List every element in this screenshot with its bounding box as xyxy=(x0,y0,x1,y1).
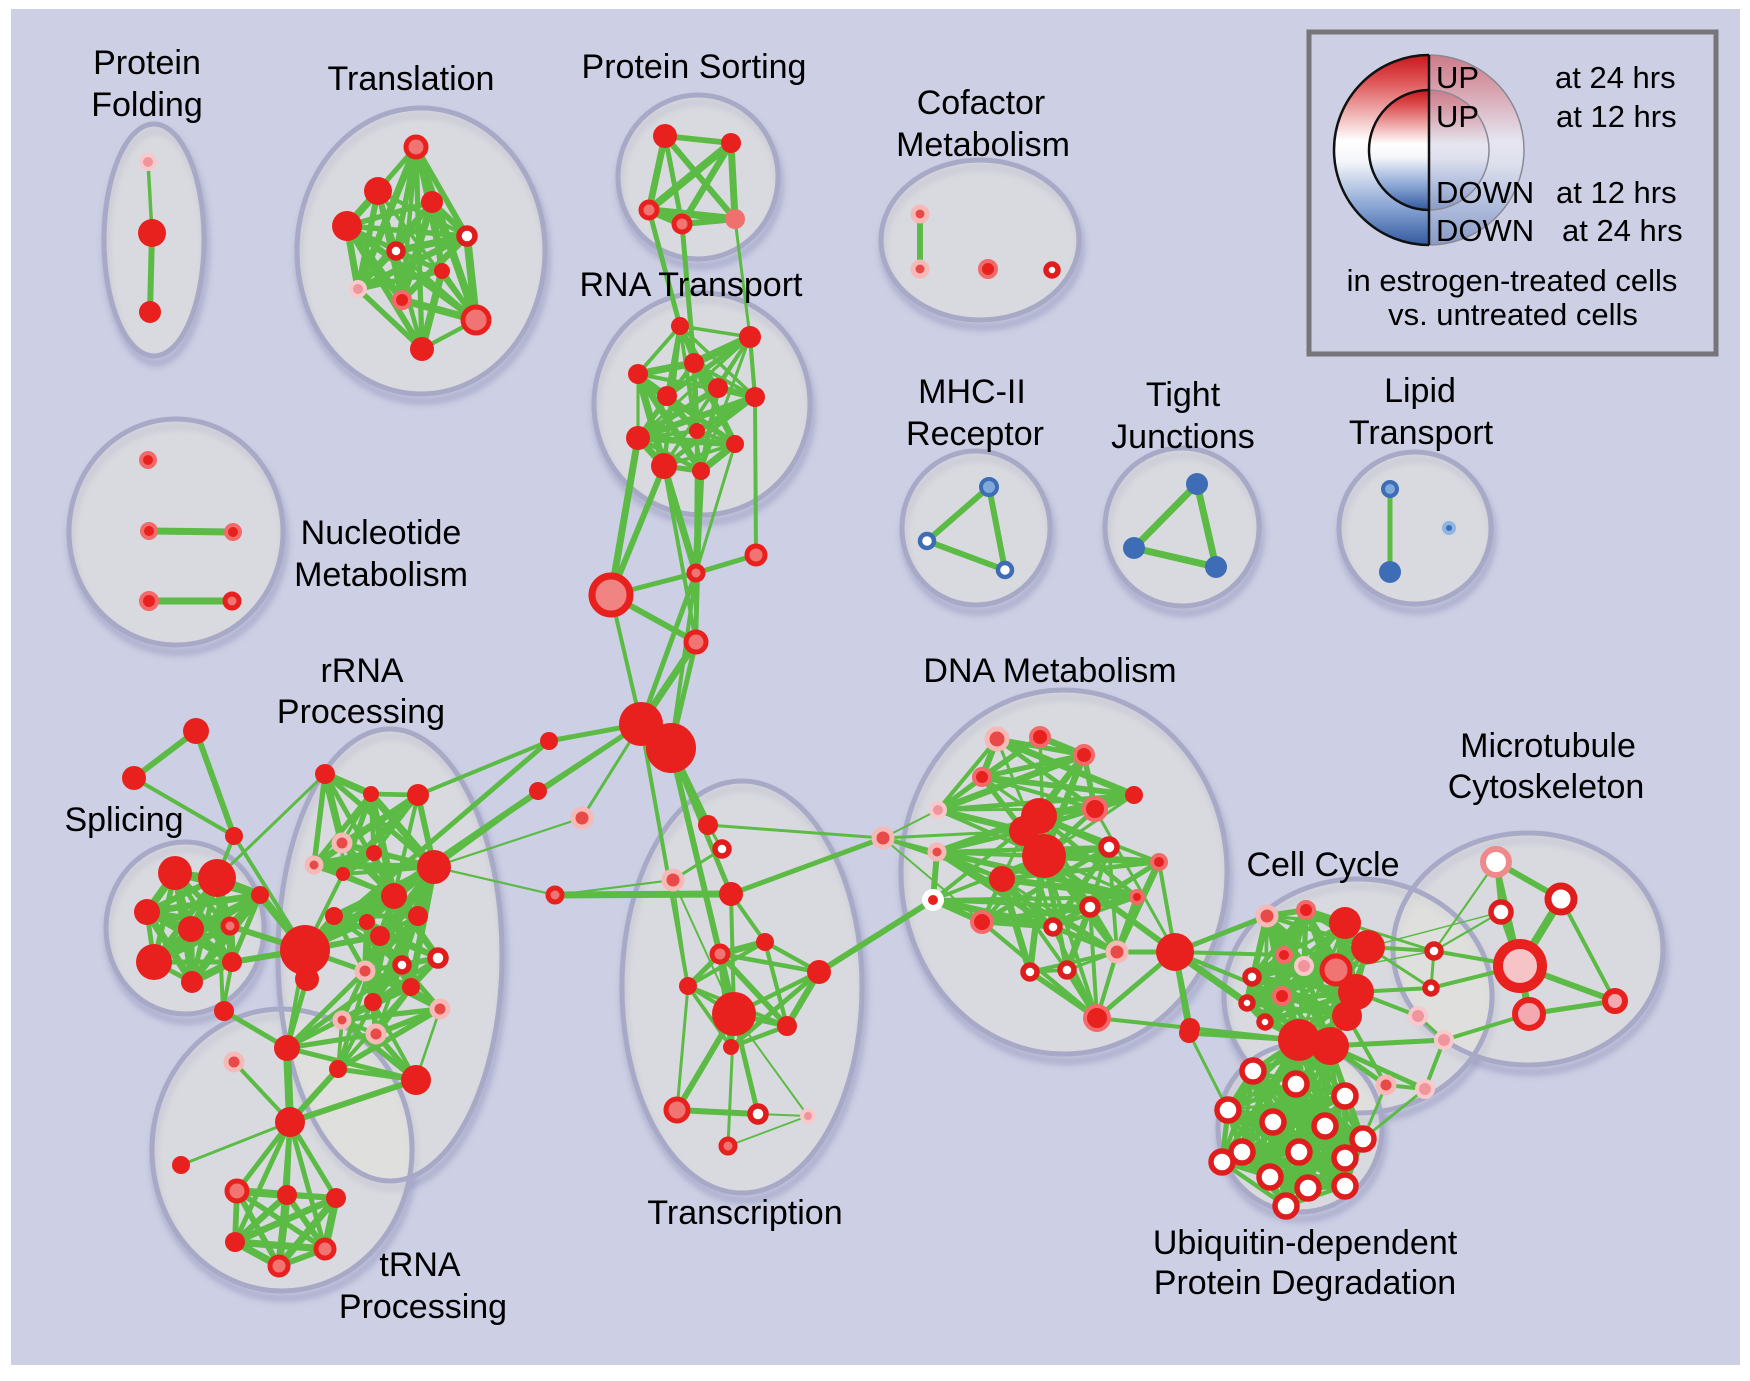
svg-text:Transcription: Transcription xyxy=(647,1194,842,1232)
svg-text:MHC-II: MHC-II xyxy=(918,373,1026,411)
svg-text:Junctions: Junctions xyxy=(1111,418,1255,456)
svg-text:tRNA: tRNA xyxy=(379,1246,461,1284)
svg-text:Folding: Folding xyxy=(91,86,203,124)
svg-text:Nucleotide: Nucleotide xyxy=(301,514,462,552)
svg-text:Protein Degradation: Protein Degradation xyxy=(1154,1264,1456,1302)
svg-text:at 24 hrs: at 24 hrs xyxy=(1555,60,1676,95)
svg-text:DOWN: DOWN xyxy=(1436,213,1534,248)
svg-text:Splicing: Splicing xyxy=(64,801,183,839)
svg-text:Tight: Tight xyxy=(1146,376,1221,414)
svg-text:in estrogen-treated cells: in estrogen-treated cells xyxy=(1347,263,1678,298)
svg-text:at 24 hrs: at 24 hrs xyxy=(1562,213,1683,248)
svg-text:at 12 hrs: at 12 hrs xyxy=(1556,99,1677,134)
svg-text:vs. untreated cells: vs. untreated cells xyxy=(1388,297,1638,332)
svg-text:Metabolism: Metabolism xyxy=(294,556,468,594)
svg-text:Protein: Protein xyxy=(93,44,201,82)
svg-text:Protein Sorting: Protein Sorting xyxy=(582,48,807,86)
svg-text:Translation: Translation xyxy=(328,60,495,98)
svg-text:UP: UP xyxy=(1436,60,1479,95)
svg-text:Processing: Processing xyxy=(339,1288,507,1326)
svg-text:rRNA: rRNA xyxy=(320,652,403,690)
svg-text:RNA Transport: RNA Transport xyxy=(580,266,804,304)
svg-text:Microtubule: Microtubule xyxy=(1460,727,1636,765)
svg-text:Processing: Processing xyxy=(277,693,445,731)
svg-text:DOWN: DOWN xyxy=(1436,175,1534,210)
svg-text:Lipid: Lipid xyxy=(1384,372,1456,410)
svg-text:Cell Cycle: Cell Cycle xyxy=(1246,846,1399,884)
svg-text:Receptor: Receptor xyxy=(906,415,1044,453)
svg-text:DNA Metabolism: DNA Metabolism xyxy=(923,652,1176,690)
svg-text:Cofactor: Cofactor xyxy=(917,84,1046,122)
svg-text:Ubiquitin-dependent: Ubiquitin-dependent xyxy=(1153,1224,1458,1262)
svg-text:Metabolism: Metabolism xyxy=(896,126,1070,164)
svg-text:at 12 hrs: at 12 hrs xyxy=(1556,175,1677,210)
svg-text:Cytoskeleton: Cytoskeleton xyxy=(1448,768,1645,806)
svg-text:UP: UP xyxy=(1436,99,1479,134)
svg-text:Transport: Transport xyxy=(1349,414,1494,452)
